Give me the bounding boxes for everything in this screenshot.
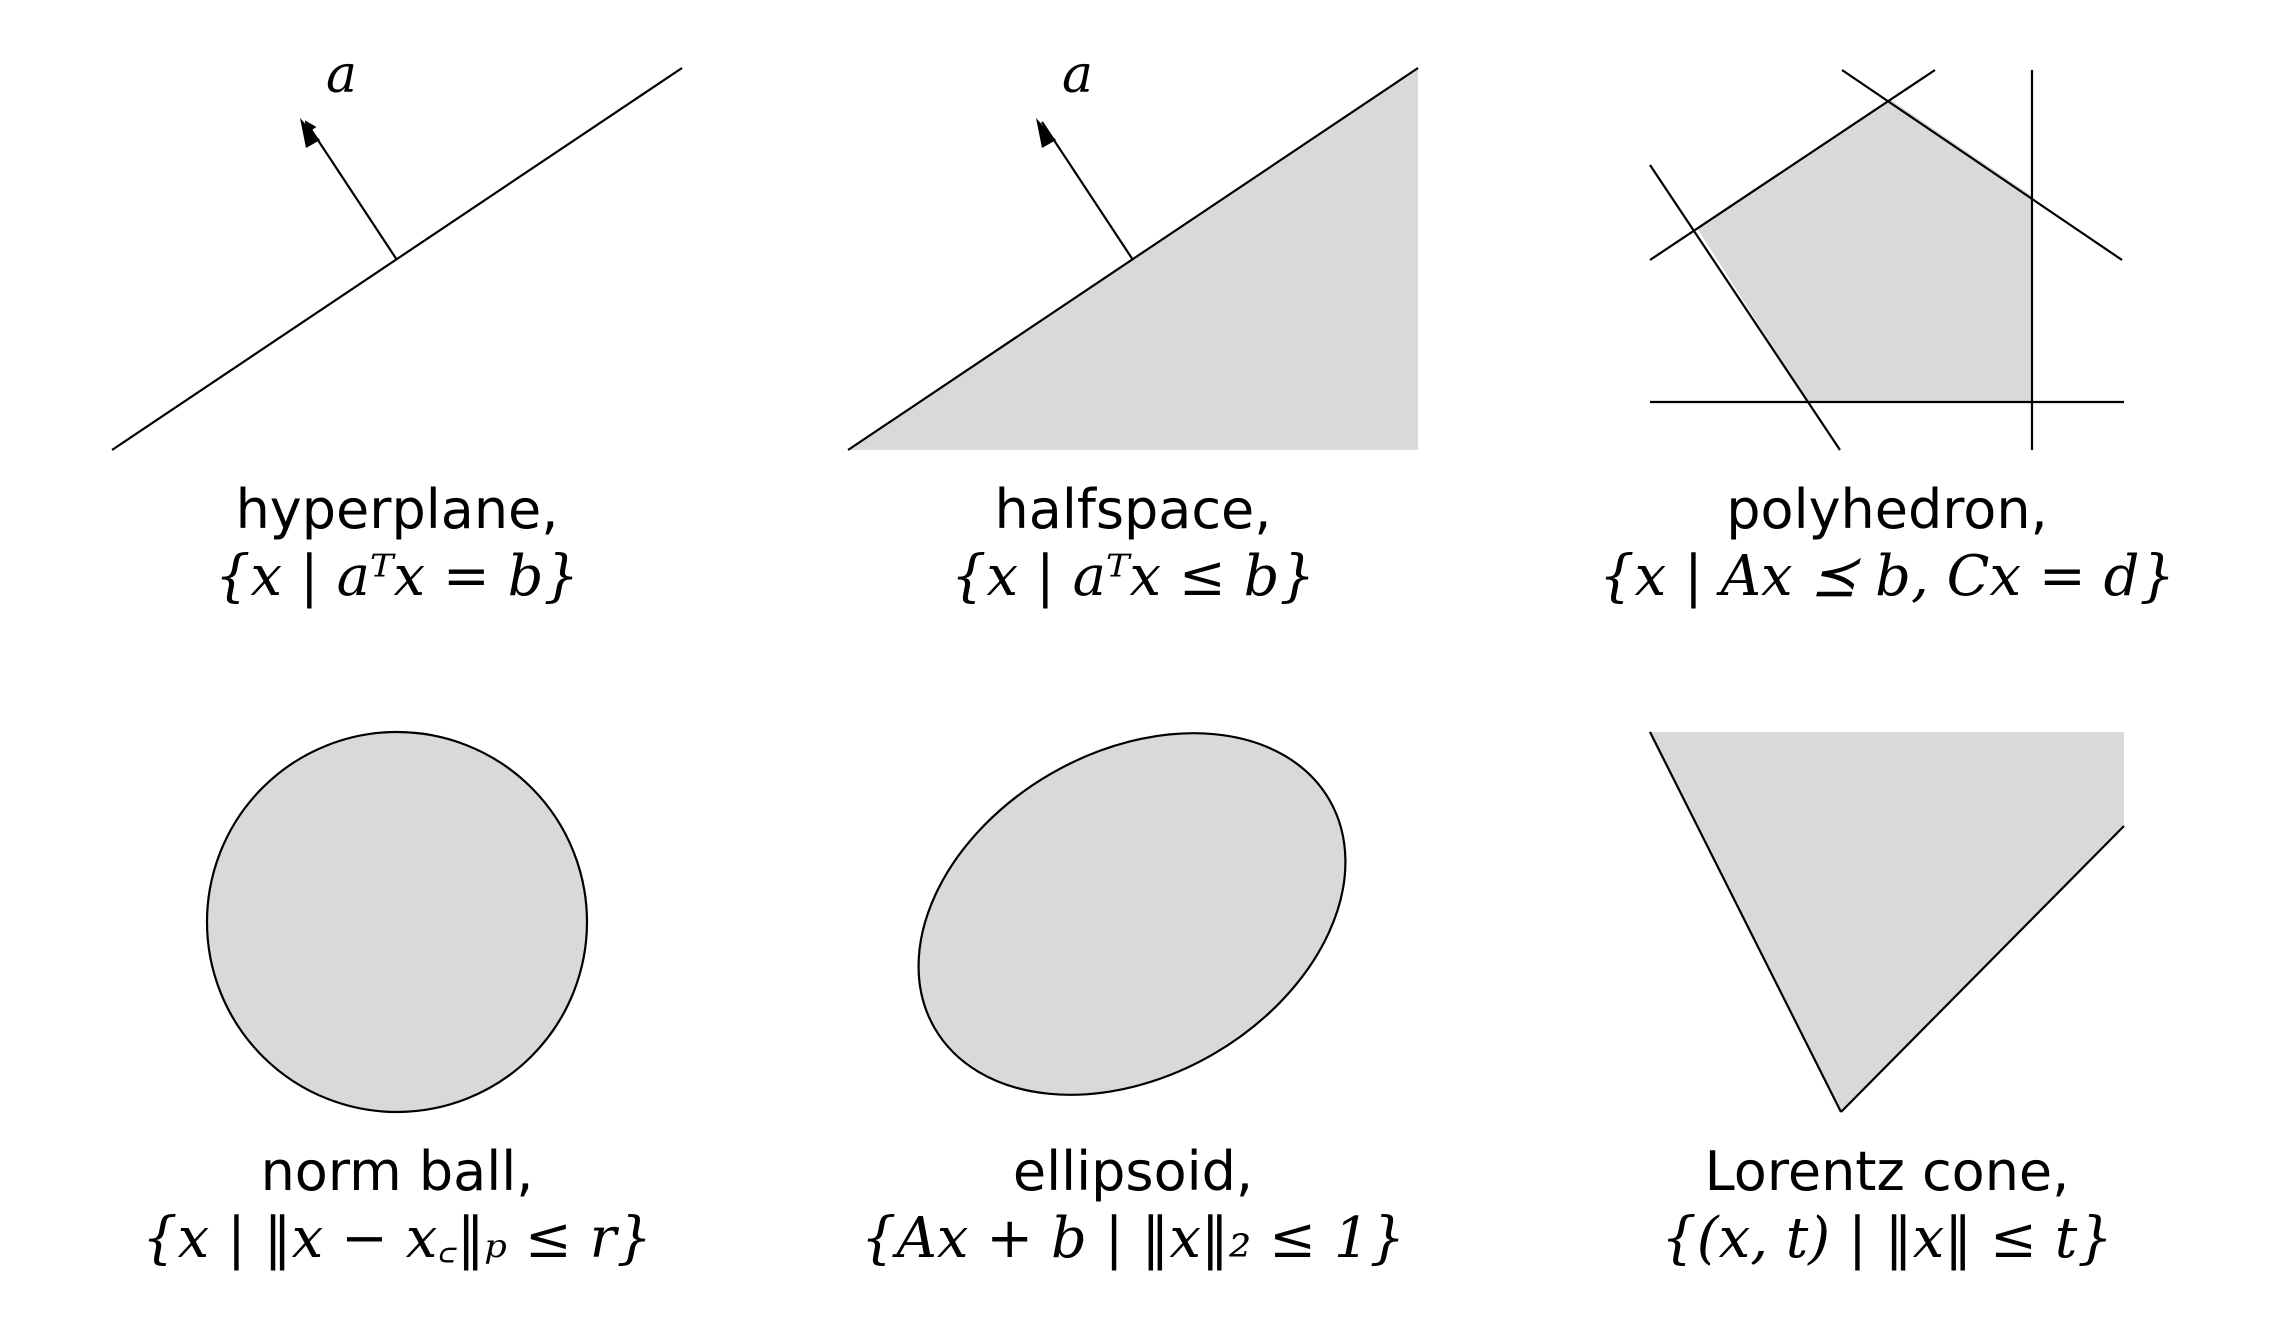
lorentz-cone-name: Lorentz cone,	[1704, 1140, 2070, 1203]
ellipsoid-shape	[917, 732, 1347, 1096]
hyperplane-arrowhead	[300, 118, 320, 148]
polyhedron-region	[1697, 100, 2032, 402]
lorentz-cone-region	[1650, 732, 2124, 1112]
ellipsoid-formula: {Ax + b | ‖x‖₂ ≤ 1}	[860, 1206, 1406, 1271]
norm-ball-shape	[205, 730, 589, 1114]
ellipsoid-panel	[917, 732, 1347, 1096]
halfspace-normal-arrow	[1041, 121, 1134, 261]
hyperplane-formula: {x | aᵀx = b}	[214, 544, 580, 609]
halfspace-arrowhead	[1036, 118, 1056, 148]
halfspace-caption: halfspace, {x | aᵀx ≤ b}	[833, 478, 1433, 612]
polyhedron-edge-upper-right	[1841, 69, 2123, 261]
polyhedron-panel	[1649, 69, 2124, 451]
halfspace-formula: {x | aᵀx ≤ b}	[950, 544, 1316, 609]
norm-ball-panel	[205, 730, 589, 1114]
halfspace-name: halfspace,	[994, 478, 1272, 541]
ellipsoid-name: ellipsoid,	[1012, 1140, 1254, 1203]
polyhedron-name: polyhedron,	[1726, 478, 2048, 541]
hyperplane-panel: a	[111, 45, 683, 451]
halfspace-vector-label: a	[1062, 45, 1093, 105]
lorentz-cone-caption: Lorentz cone, {(x, t) | ‖x‖ ≤ t}	[1587, 1140, 2187, 1274]
lorentz-cone-formula: {(x, t) | ‖x‖ ≤ t}	[1661, 1206, 2113, 1271]
polyhedron-caption: polyhedron, {x | Ax ⪯ b, Cx = d}	[1587, 478, 2187, 612]
lorentz-cone-right-edge	[1840, 825, 2125, 1113]
ellipsoid-caption: ellipsoid, {Ax + b | ‖x‖₂ ≤ 1}	[833, 1140, 1433, 1274]
halfspace-panel: a	[847, 45, 1419, 451]
hyperplane-caption: hyperplane, {x | aᵀx = b}	[97, 478, 697, 612]
polyhedron-formula: {x | Ax ⪯ b, Cx = d}	[1598, 544, 2176, 609]
hyperplane-vector-label: a	[326, 45, 357, 105]
norm-ball-caption: norm ball, {x | ‖x − x꜀‖ₚ ≤ r}	[97, 1140, 697, 1274]
hyperplane-name: hyperplane,	[235, 478, 559, 541]
norm-ball-formula: {x | ‖x − x꜀‖ₚ ≤ r}	[141, 1206, 653, 1271]
lorentz-cone-left-edge	[1649, 731, 1842, 1113]
hyperplane-normal-arrow	[304, 120, 398, 261]
lorentz-cone-panel	[1649, 731, 2125, 1113]
norm-ball-name: norm ball,	[260, 1140, 534, 1203]
